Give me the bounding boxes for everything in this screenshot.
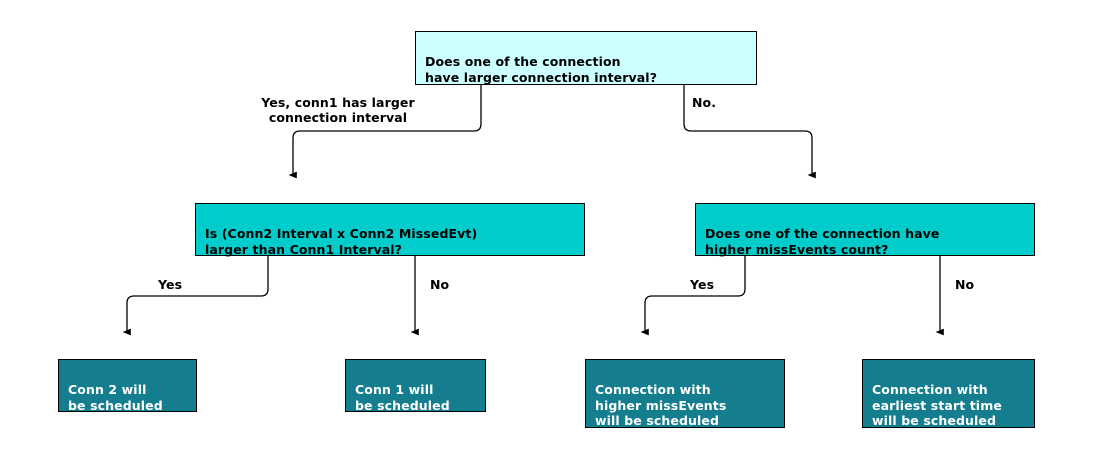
- edge-label-right-no: No: [955, 277, 975, 292]
- edge-label-left-yes: Yes: [158, 277, 183, 292]
- connector-right-decision-to-higher: [640, 256, 746, 336]
- decision-node-conn2-interval-check-label: Is (Conn2 Interval x Conn2 MissedEvt) la…: [205, 226, 478, 257]
- terminal-node-conn1-scheduled-label: Conn 1 will be scheduled: [355, 382, 450, 413]
- decision-node-conn2-interval-check[interactable]: Is (Conn2 Interval x Conn2 MissedEvt) la…: [195, 203, 585, 257]
- terminal-node-conn1-scheduled[interactable]: Conn 1 will be scheduled: [345, 359, 486, 413]
- edge-label-root-no: No.: [692, 95, 717, 110]
- decision-node-missevents-check-label: Does one of the connection have higher m…: [705, 226, 940, 257]
- terminal-node-higher-missevents-scheduled-label: Connection with higher missEvents will b…: [595, 382, 727, 428]
- terminal-node-conn2-scheduled[interactable]: Conn 2 will be scheduled: [58, 359, 197, 413]
- edge-label-left-no: No: [430, 277, 450, 292]
- terminal-node-earliest-start-scheduled-label: Connection with earliest start time will…: [872, 382, 1002, 428]
- connector-left-decision-to-conn2: [122, 256, 269, 336]
- decision-node-root[interactable]: Does one of the connection have larger c…: [415, 31, 757, 85]
- terminal-node-higher-missevents-scheduled[interactable]: Connection with higher missEvents will b…: [585, 359, 785, 428]
- terminal-node-earliest-start-scheduled[interactable]: Connection with earliest start time will…: [862, 359, 1035, 428]
- decision-node-root-label: Does one of the connection have larger c…: [425, 54, 658, 85]
- edge-label-root-yes: Yes, conn1 has larger connection interva…: [261, 95, 415, 125]
- terminal-node-conn2-scheduled-label: Conn 2 will be scheduled: [68, 382, 163, 413]
- decision-node-missevents-check[interactable]: Does one of the connection have higher m…: [695, 203, 1035, 257]
- edge-label-right-yes: Yes: [690, 277, 715, 292]
